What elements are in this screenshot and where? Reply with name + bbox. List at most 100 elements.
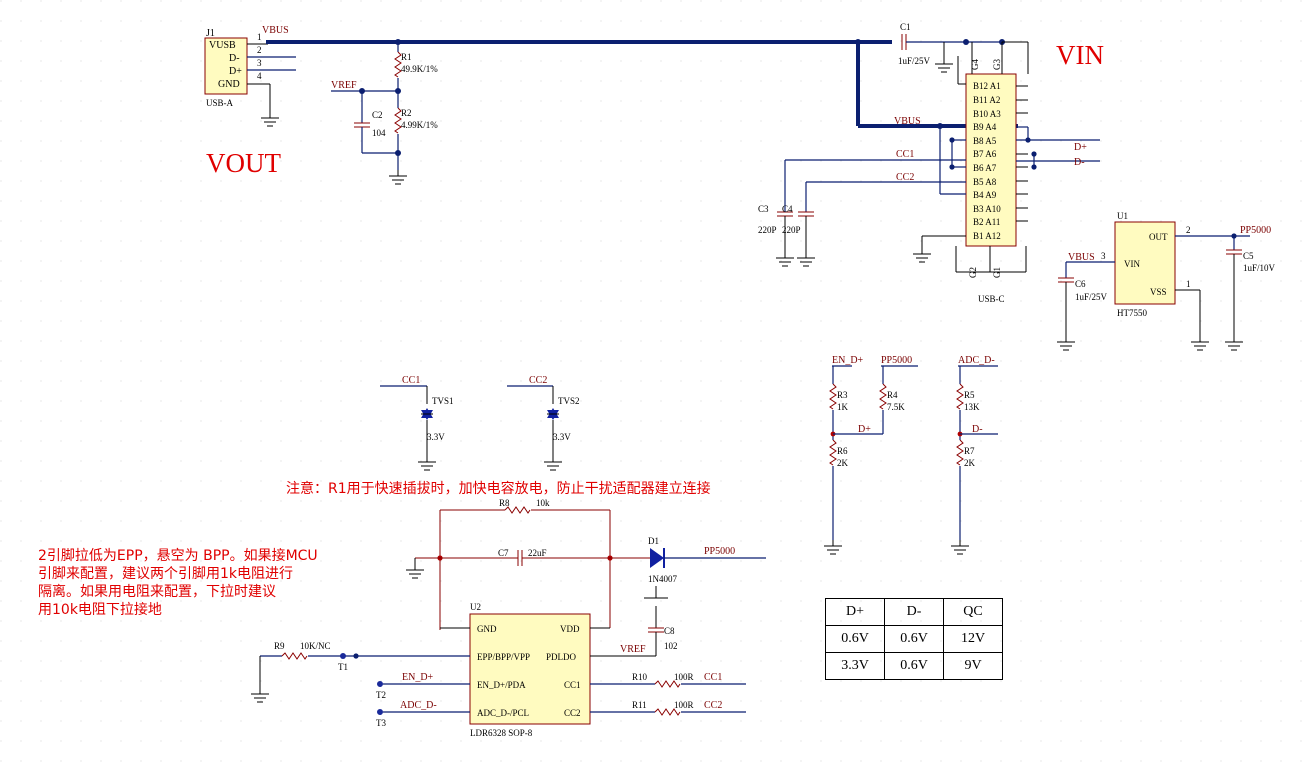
resistor-network: EN_D+ R3 1K R6 2K D+ PP5000 R4 7.5K ADC_… [823,355,998,555]
u2-pin-pdldo: PDLDO [546,652,577,662]
u2-controller: R8 10k C7 22uF D1 1N4007 PP5000 U2 GND E… [250,498,766,738]
r11-ref: R11 [632,700,647,710]
u2-pin-gnd: GND [477,624,497,634]
table-cell: 3.3V [825,652,885,680]
usb-a-connector: J1 VUSB D- D+ GND 1 2 3 4 USB-A VBUS [204,25,296,127]
dp-net-label-rn: D+ [858,424,871,435]
vout-title: VOUT [206,148,281,178]
u2-pin-adc: ADC_D-/PCL [477,708,529,718]
u2-pin-cc1: CC1 [564,680,581,690]
u2-pin-vdd: VDD [560,624,580,634]
r6-value: 2K [837,458,849,468]
table-header-cell: D+ [825,598,885,626]
usb-c-row-10: B2 A11 [973,217,1000,227]
c8-value: 102 [664,641,678,651]
usb-c-name: USB-C [978,294,1005,304]
pp5000-net-label-d1: PP5000 [704,546,735,557]
c1-value: 1uF/25V [898,56,931,66]
r4-value: 7.5K [887,402,905,412]
usb-c-row-1: B11 A2 [973,95,1000,105]
ldo-pin-out: OUT [1149,232,1168,242]
r11-net: CC2 [704,700,722,711]
tvs2: CC2 TVS2 3.3V [507,375,580,471]
r4-ref: R4 [887,390,898,400]
usb-c-row-2: B10 A3 [973,109,1001,119]
tvs1: CC1 TVS1 3.3V [380,375,454,471]
ldo-pin-vss: VSS [1150,287,1167,297]
usb-c-row-6: B6 A7 [973,163,997,173]
c5-value: 1uF/10V [1243,263,1276,273]
usb-a-pin-dp: D+ [229,66,242,77]
table-header-cell: QC [943,598,1003,626]
cc2-net-label: CC2 [896,172,914,183]
u2-ref: U2 [470,602,481,612]
pp5000-net-label-rn: PP5000 [881,355,912,366]
usb-c-pin-g3: G3 [992,59,1002,70]
usb-c-row-4: B8 A5 [973,136,997,146]
r3-value: 1K [837,402,849,412]
c7-ref: C7 [498,548,509,558]
r5-ref: R5 [964,390,975,400]
t1-label: T1 [338,662,348,672]
u2-pin-en: EN_D+/PDA [477,680,526,690]
usb-c-row-3: B9 A4 [973,122,997,132]
vbus-net-label-c: VBUS [894,116,921,127]
usb-a-num-2: 2 [257,45,262,55]
epp-note-line-2: 引脚来配置，建议两个引脚用1k电阻进行 [38,566,293,582]
epp-note-line-4: 用10k电阻下拉接地 [38,601,162,618]
r7-value: 2K [964,458,976,468]
usb-a-name: USB-A [206,98,234,108]
tvs1-ref: TVS1 [432,396,454,406]
r2-value: 4.99K/1% [401,120,438,130]
table-row: 3.3V 0.6V 9V [825,652,1003,680]
c6-ref: C6 [1075,279,1086,289]
r10-ref: R10 [632,672,648,682]
ldo-body [1114,221,1176,305]
vbus-net-label-a: VBUS [262,25,289,36]
c1-ref: C1 [900,22,911,32]
r7-ref: R7 [964,446,975,456]
t2-net-label: EN_D+ [402,672,434,683]
qc-voltage-table: D+ D- QC 0.6V 0.6V 12V 3.3V 0.6V 9V [825,598,1003,680]
t3-label: T3 [376,718,386,728]
c2-value: 104 [372,128,386,138]
r10-net: CC1 [704,672,722,683]
r3-ref: R3 [837,390,848,400]
tvs2-value: 3.3V [553,432,571,442]
table-cell: 0.6V [825,625,885,653]
r5-value: 13K [964,402,980,412]
usb-c-row-7: B5 A8 [973,177,997,187]
vbus-net-label-ldo: VBUS [1068,252,1095,263]
vref-net-label: VREF [331,80,357,91]
usb-a-pin-vusb: VUSB [209,40,236,51]
ldo-num-out: 2 [1186,225,1191,235]
usb-c-row-0: B12 A1 [973,81,1001,91]
table-row: 0.6V 0.6V 12V [825,625,1003,653]
r10-value: 100R [674,672,694,682]
usb-c-connector: B12 A1 B11 A2 B10 A3 B9 A4 B8 A5 B7 A6 B… [758,41,1100,304]
t2-label: T2 [376,690,386,700]
table-cell: 0.6V [884,652,944,680]
table-cell: 9V [943,652,1003,680]
usb-a-pin-dm: D- [229,53,240,64]
ldo-num-vss: 1 [1186,279,1191,289]
usb-c-row-9: B3 A10 [973,204,1001,214]
c6-value: 1uF/25V [1075,292,1108,302]
vref-net-label-u2: VREF [620,644,646,655]
pp5000-net-label-ldo: PP5000 [1240,225,1271,236]
u1-ref: U1 [1117,211,1128,221]
usb-a-pin-gnd: GND [218,79,240,90]
usb-a-body [204,37,248,95]
c7-value: 22uF [528,548,547,558]
usb-a-num-1: 1 [257,32,262,42]
usb-c-row-8: B4 A9 [973,190,997,200]
r8-ref: R8 [499,498,510,508]
adc-net-label: ADC_D- [958,355,995,366]
u2-body [469,613,591,725]
r1-note: 注意：R1用于快速插拔时，加快电容放电，防止干扰适配器建立连接 [286,480,711,497]
table-header-cell: D- [884,598,944,626]
c4-ref: C4 [782,204,793,214]
r8-value: 10k [536,498,550,508]
c3-value: 220P [758,225,777,235]
